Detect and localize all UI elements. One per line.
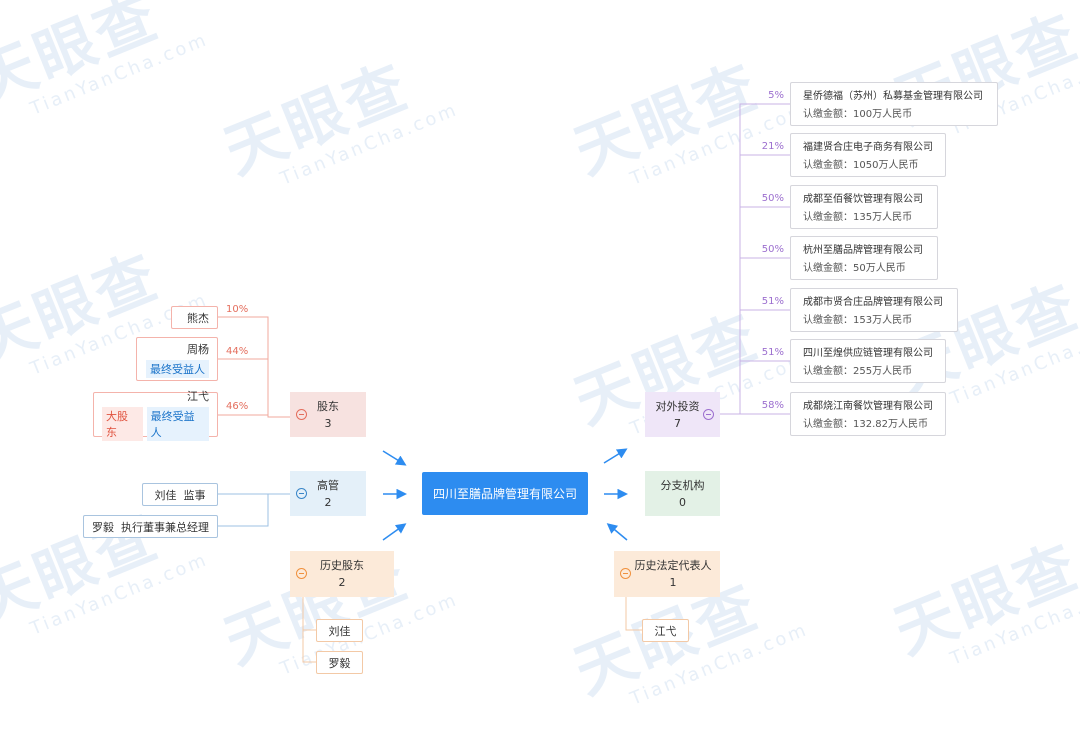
tag-major-shareholder: 大股东	[102, 407, 143, 441]
center-company-name: 四川至膳品牌管理有限公司	[432, 487, 577, 501]
shareholder-item[interactable]: 江弋 大股东 最终受益人	[93, 390, 218, 441]
investment-pct: 5%	[768, 90, 784, 101]
investment-item[interactable]: 星侨德福（苏州）私募基金管理有限公司 认缴金额：100万人民币	[790, 82, 998, 126]
investment-amount: 认缴金额：135万人民币	[803, 212, 913, 223]
history-legal-node[interactable]: 历史法定代表人 1	[614, 551, 720, 597]
shareholders-label: 股东	[317, 399, 339, 413]
managers-node[interactable]: 高管 2	[290, 471, 366, 516]
collapse-icon[interactable]	[620, 568, 631, 579]
investment-pct: 51%	[761, 296, 784, 307]
manager-lines	[218, 493, 290, 527]
investment-pct: 58%	[761, 400, 784, 411]
investment-name: 成都至佰餐饮管理有限公司	[803, 194, 923, 205]
investment-pct: 50%	[761, 193, 784, 204]
investments-count: 7	[674, 416, 681, 430]
investment-item[interactable]: 成都市贤合庄品牌管理有限公司 认缴金额：153万人民币	[790, 288, 958, 332]
shareholder-pct: 46%	[226, 401, 249, 412]
history-shareholders-label: 历史股东	[320, 559, 364, 572]
shareholder-pct: 44%	[226, 346, 249, 357]
investments-label: 对外投资	[655, 399, 700, 413]
shareholder-name: 周杨	[187, 342, 209, 356]
collapse-icon[interactable]	[703, 408, 714, 420]
investment-amount: 认缴金额：132.82万人民币	[803, 419, 928, 430]
investments-node[interactable]: 对外投资 7	[645, 392, 720, 437]
manager-text: 刘佳 监事	[154, 488, 206, 502]
investment-amount: 认缴金额：50万人民币	[803, 263, 906, 274]
investment-item[interactable]: 杭州至膳品牌管理有限公司 认缴金额：50万人民币	[790, 236, 938, 280]
shareholder-lines	[218, 316, 290, 418]
manager-text: 罗毅 执行董事兼总经理	[92, 520, 209, 534]
manager-item[interactable]: 刘佳 监事	[142, 483, 218, 506]
history-shareholder-item[interactable]: 刘佳	[316, 619, 363, 642]
investment-pct: 50%	[761, 244, 784, 255]
shareholder-name: 熊杰	[187, 311, 209, 325]
shareholders-node[interactable]: 股东 3	[290, 392, 366, 437]
managers-label: 高管	[317, 478, 339, 492]
manager-item[interactable]: 罗毅 执行董事兼总经理	[83, 515, 218, 538]
investment-amount: 认缴金额：1050万人民币	[803, 160, 919, 171]
shareholder-pct: 10%	[226, 304, 249, 315]
investment-name: 杭州至膳品牌管理有限公司	[803, 245, 923, 256]
history-shareholder-item[interactable]: 罗毅	[316, 651, 363, 674]
investment-item[interactable]: 成都至佰餐饮管理有限公司 认缴金额：135万人民币	[790, 185, 938, 229]
investment-item[interactable]: 四川至煌供应链管理有限公司 认缴金额：255万人民币	[790, 339, 946, 383]
history-shareholder-lines	[302, 597, 316, 663]
investment-item[interactable]: 福建贤合庄电子商务有限公司 认缴金额：1050万人民币	[790, 133, 946, 177]
center-company[interactable]: 四川至膳品牌管理有限公司	[422, 472, 588, 515]
collapse-icon[interactable]	[296, 408, 307, 420]
collapse-icon[interactable]	[296, 487, 307, 499]
branches-node[interactable]: 分支机构 0	[645, 471, 720, 516]
shareholder-name: 江弋	[187, 390, 209, 403]
investment-pct: 51%	[761, 347, 784, 358]
history-legal-label: 历史法定代表人	[634, 559, 712, 572]
investment-name: 星侨德福（苏州）私募基金管理有限公司	[803, 91, 983, 102]
arrows	[382, 448, 628, 541]
history-shareholders-node[interactable]: 历史股东 2	[290, 551, 394, 597]
branches-label: 分支机构	[660, 478, 705, 492]
shareholders-count: 3	[324, 416, 332, 430]
tag-ultimate-beneficiary: 最终受益人	[146, 359, 209, 378]
history-shareholder-name: 刘佳	[328, 624, 351, 638]
investment-pct: 21%	[761, 141, 784, 152]
branches-count: 0	[679, 495, 686, 509]
history-shareholder-name: 罗毅	[328, 656, 351, 670]
investment-amount: 认缴金额：100万人民币	[803, 109, 913, 120]
investment-name: 成都市贤合庄品牌管理有限公司	[803, 297, 943, 308]
shareholder-item[interactable]: 周杨 最终受益人	[136, 337, 218, 381]
investment-name: 四川至煌供应链管理有限公司	[803, 348, 933, 359]
shareholder-item[interactable]: 熊杰	[171, 306, 218, 329]
history-shareholders-count: 2	[338, 576, 346, 589]
investment-item[interactable]: 成都烧江南餐饮管理有限公司 认缴金额：132.82万人民币	[790, 392, 946, 436]
collapse-icon[interactable]	[296, 568, 307, 579]
investment-amount: 认缴金额：255万人民币	[803, 366, 913, 377]
investment-name: 成都烧江南餐饮管理有限公司	[803, 401, 933, 412]
investment-amount: 认缴金额：153万人民币	[803, 315, 913, 326]
history-legal-item[interactable]: 江弋	[642, 619, 689, 642]
history-legal-name: 江弋	[654, 624, 677, 638]
managers-count: 2	[324, 495, 332, 509]
history-legal-lines	[625, 597, 642, 631]
history-legal-count: 1	[669, 576, 677, 589]
investment-name: 福建贤合庄电子商务有限公司	[803, 142, 933, 153]
tag-ultimate-beneficiary: 最终受益人	[146, 407, 209, 441]
investment-lines	[720, 103, 790, 415]
